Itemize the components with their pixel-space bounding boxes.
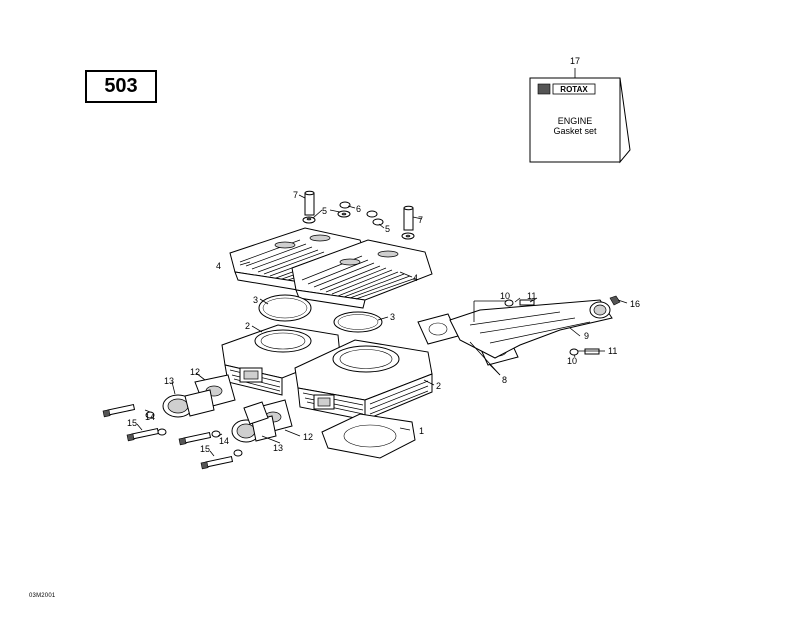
- base-gasket: [321, 413, 416, 459]
- kit-brand: ROTAX: [560, 85, 588, 94]
- flange-gasket-upper: [243, 401, 269, 425]
- callout-10: 10: [500, 291, 510, 301]
- kit-label-line1: ENGINE: [558, 116, 593, 126]
- callout-13: 13: [273, 443, 283, 453]
- callout-6: 6: [356, 204, 361, 214]
- callout-2: 2: [245, 321, 250, 331]
- callout-4: 4: [413, 273, 418, 283]
- callout-5: 5: [385, 224, 390, 234]
- callout-1: 1: [419, 426, 424, 436]
- cylinder-head-right: [291, 239, 433, 309]
- callouts: 17 7 7 5 5 6 4 4 3 3 2 2 1 12 12 13 13 1…: [127, 56, 640, 454]
- head-gasket-left: [258, 294, 312, 322]
- nuts-and-washers: [302, 201, 415, 240]
- callout-12: 12: [303, 432, 313, 442]
- callout-7: 7: [418, 215, 423, 225]
- engine-model-badge: 503: [85, 70, 157, 103]
- callout-3: 3: [253, 295, 258, 305]
- callout-17: 17: [570, 56, 580, 66]
- callout-4: 4: [216, 261, 221, 271]
- head-gasket-right: [333, 311, 383, 333]
- gasket-set-kit: ROTAX ENGINE Gasket set: [529, 68, 631, 164]
- callout-3: 3: [390, 312, 395, 322]
- bolt-set-lower: [178, 430, 243, 470]
- callout-9: 9: [584, 331, 589, 341]
- callout-7: 7: [293, 190, 298, 200]
- cylinder-right: [294, 339, 433, 421]
- callout-8: 8: [502, 375, 507, 385]
- rotax-logo: ROTAX: [537, 83, 596, 95]
- fasteners-exhaust: [504, 295, 621, 356]
- callout-15: 15: [200, 444, 210, 454]
- intake-manifold-lower: [231, 415, 277, 443]
- callout-16: 16: [630, 299, 640, 309]
- callout-2: 2: [436, 381, 441, 391]
- callout-11: 11: [527, 291, 536, 301]
- part-7-right: [403, 205, 414, 231]
- callout-5: 5: [322, 206, 327, 216]
- diagram-code: 03M2001: [29, 593, 56, 599]
- callout-11: 11: [608, 346, 617, 356]
- callout-10: 10: [567, 356, 577, 366]
- callout-13: 13: [164, 376, 174, 386]
- cylinder-left-port: [239, 367, 263, 383]
- callout-15: 15: [127, 418, 137, 428]
- callout-14: 14: [145, 412, 155, 422]
- callout-12: 12: [190, 367, 200, 377]
- callout-14: 14: [219, 436, 229, 446]
- leader-lines: [136, 194, 628, 457]
- exhaust-manifold: [449, 299, 613, 359]
- intake-manifold-upper: [162, 389, 215, 418]
- bolt-set-upper: [102, 404, 167, 442]
- kit-label-line2: Gasket set: [553, 126, 597, 136]
- part-7-left: [304, 190, 315, 216]
